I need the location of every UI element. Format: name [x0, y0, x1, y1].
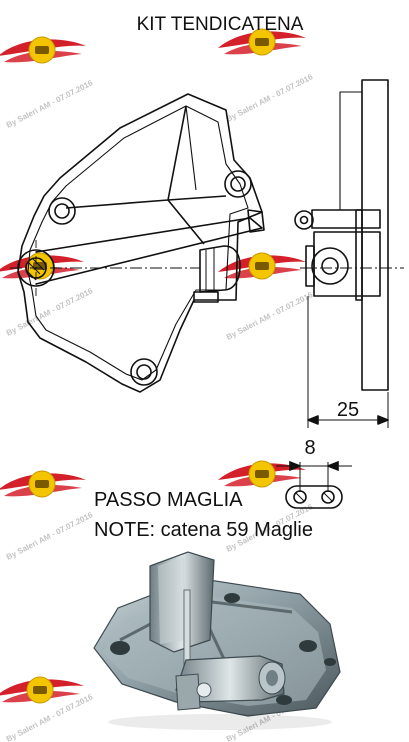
front-view-drawing [10, 93, 265, 393]
watermark-text-5: By Saleri AM - 07.07.2016 [5, 510, 95, 562]
watermark-logo-7 [0, 676, 85, 704]
watermark-logo-5 [0, 470, 87, 498]
watermark-text-3: By Saleri AM - 07.07.2016 [5, 286, 95, 338]
dimension-side-offset: 25 [337, 399, 359, 421]
watermark-logo-1 [0, 36, 87, 64]
side-view-drawing [294, 79, 404, 428]
product-photo [93, 551, 341, 730]
watermark-text-2: By Saleri AM - 07.07.2016 [225, 72, 315, 124]
watermark-text-4: By Saleri AM - 07.07.2016 [225, 290, 315, 342]
pitch-label: PASSO MAGLIA [94, 489, 243, 511]
drawing-title: KIT TENDICATENA [137, 14, 304, 35]
watermark-text-1: By Saleri AM - 07.07.2016 [5, 78, 95, 130]
note-text: NOTE: catena 59 Maglie [94, 519, 313, 541]
watermark-logo-4 [217, 252, 307, 280]
chain-link-drawing [276, 460, 352, 509]
dimension-chain-pitch: 8 [304, 437, 315, 459]
